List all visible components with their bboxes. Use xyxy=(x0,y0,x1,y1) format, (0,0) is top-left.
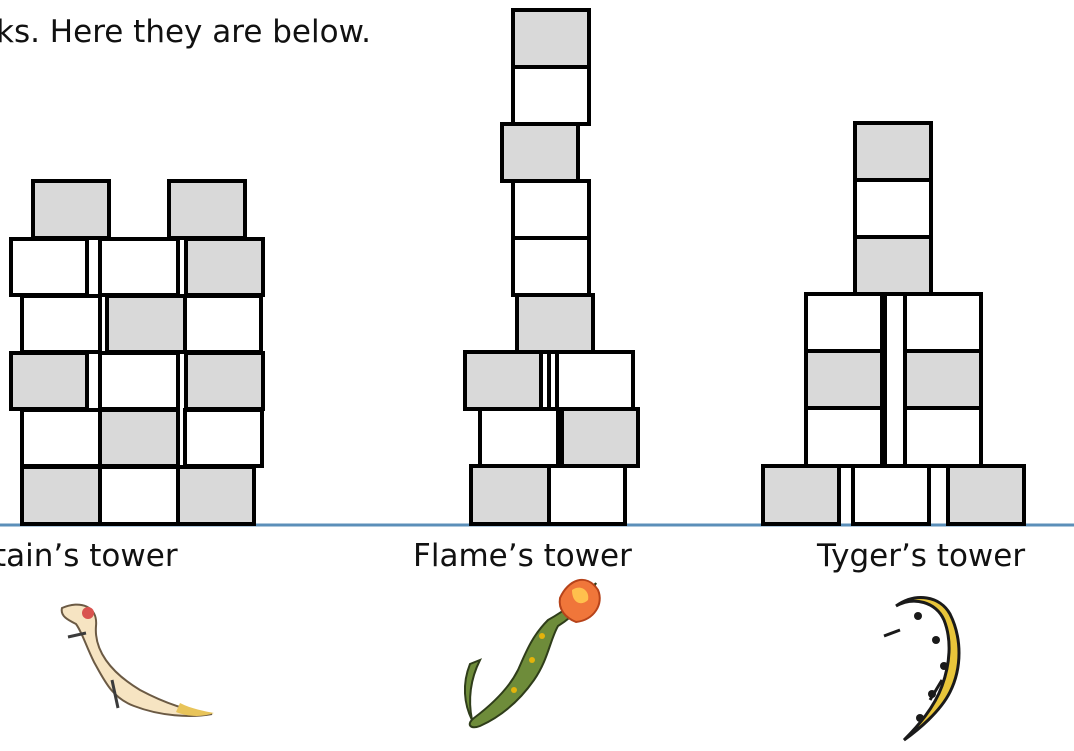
block-plain xyxy=(478,407,560,468)
block-plain xyxy=(903,292,983,353)
block-plain xyxy=(804,292,884,353)
pale-newt-illustration xyxy=(60,603,214,717)
block-shaded xyxy=(9,351,89,411)
block-shaded xyxy=(511,8,591,69)
block-plain xyxy=(851,464,931,526)
block-plain xyxy=(20,294,102,354)
block-shaded xyxy=(804,349,884,410)
block-shaded xyxy=(469,464,551,526)
block-plain xyxy=(511,179,591,240)
block-plain xyxy=(853,178,933,239)
block-shaded xyxy=(31,179,111,240)
tiger-salamander-illustration xyxy=(883,596,961,742)
block-plain xyxy=(555,350,635,411)
block-shaded xyxy=(761,464,841,526)
block-shaded xyxy=(98,408,180,468)
block-shaded xyxy=(184,351,265,411)
block-shaded xyxy=(167,179,247,240)
block-shaded xyxy=(853,235,933,296)
block-shaded xyxy=(560,407,640,468)
block-plain xyxy=(183,408,264,468)
block-plain xyxy=(9,237,89,297)
block-plain xyxy=(804,406,884,468)
flame-tower xyxy=(463,8,640,526)
fire-newt-illustration xyxy=(464,578,601,729)
block-plain xyxy=(183,294,263,354)
block-shaded xyxy=(515,293,595,354)
block-shaded xyxy=(463,350,543,411)
block-shaded xyxy=(184,237,265,297)
flame-tower-caption: Flame’s tower xyxy=(413,538,632,574)
block-shaded xyxy=(500,122,580,183)
block-plain xyxy=(547,464,627,526)
tyger-tower xyxy=(761,121,1026,526)
intro-text: ks. Here they are below. xyxy=(0,14,371,50)
block-shaded xyxy=(903,349,983,410)
block-plain xyxy=(98,237,180,297)
block-plain xyxy=(511,65,591,126)
block-shaded xyxy=(946,464,1026,526)
block-plain xyxy=(903,406,983,468)
mountain-tower xyxy=(9,179,265,526)
block-shaded xyxy=(853,121,933,182)
block-shaded xyxy=(20,465,102,526)
block-plain xyxy=(20,408,102,468)
block-shaded xyxy=(176,465,256,526)
block-plain xyxy=(98,465,180,526)
block-plain xyxy=(511,236,591,297)
block-plain xyxy=(98,351,180,411)
tyger-tower-caption: Tyger’s tower xyxy=(817,538,1026,574)
mountain-tower-caption: tain’s tower xyxy=(0,538,178,574)
block-shaded xyxy=(105,294,187,354)
